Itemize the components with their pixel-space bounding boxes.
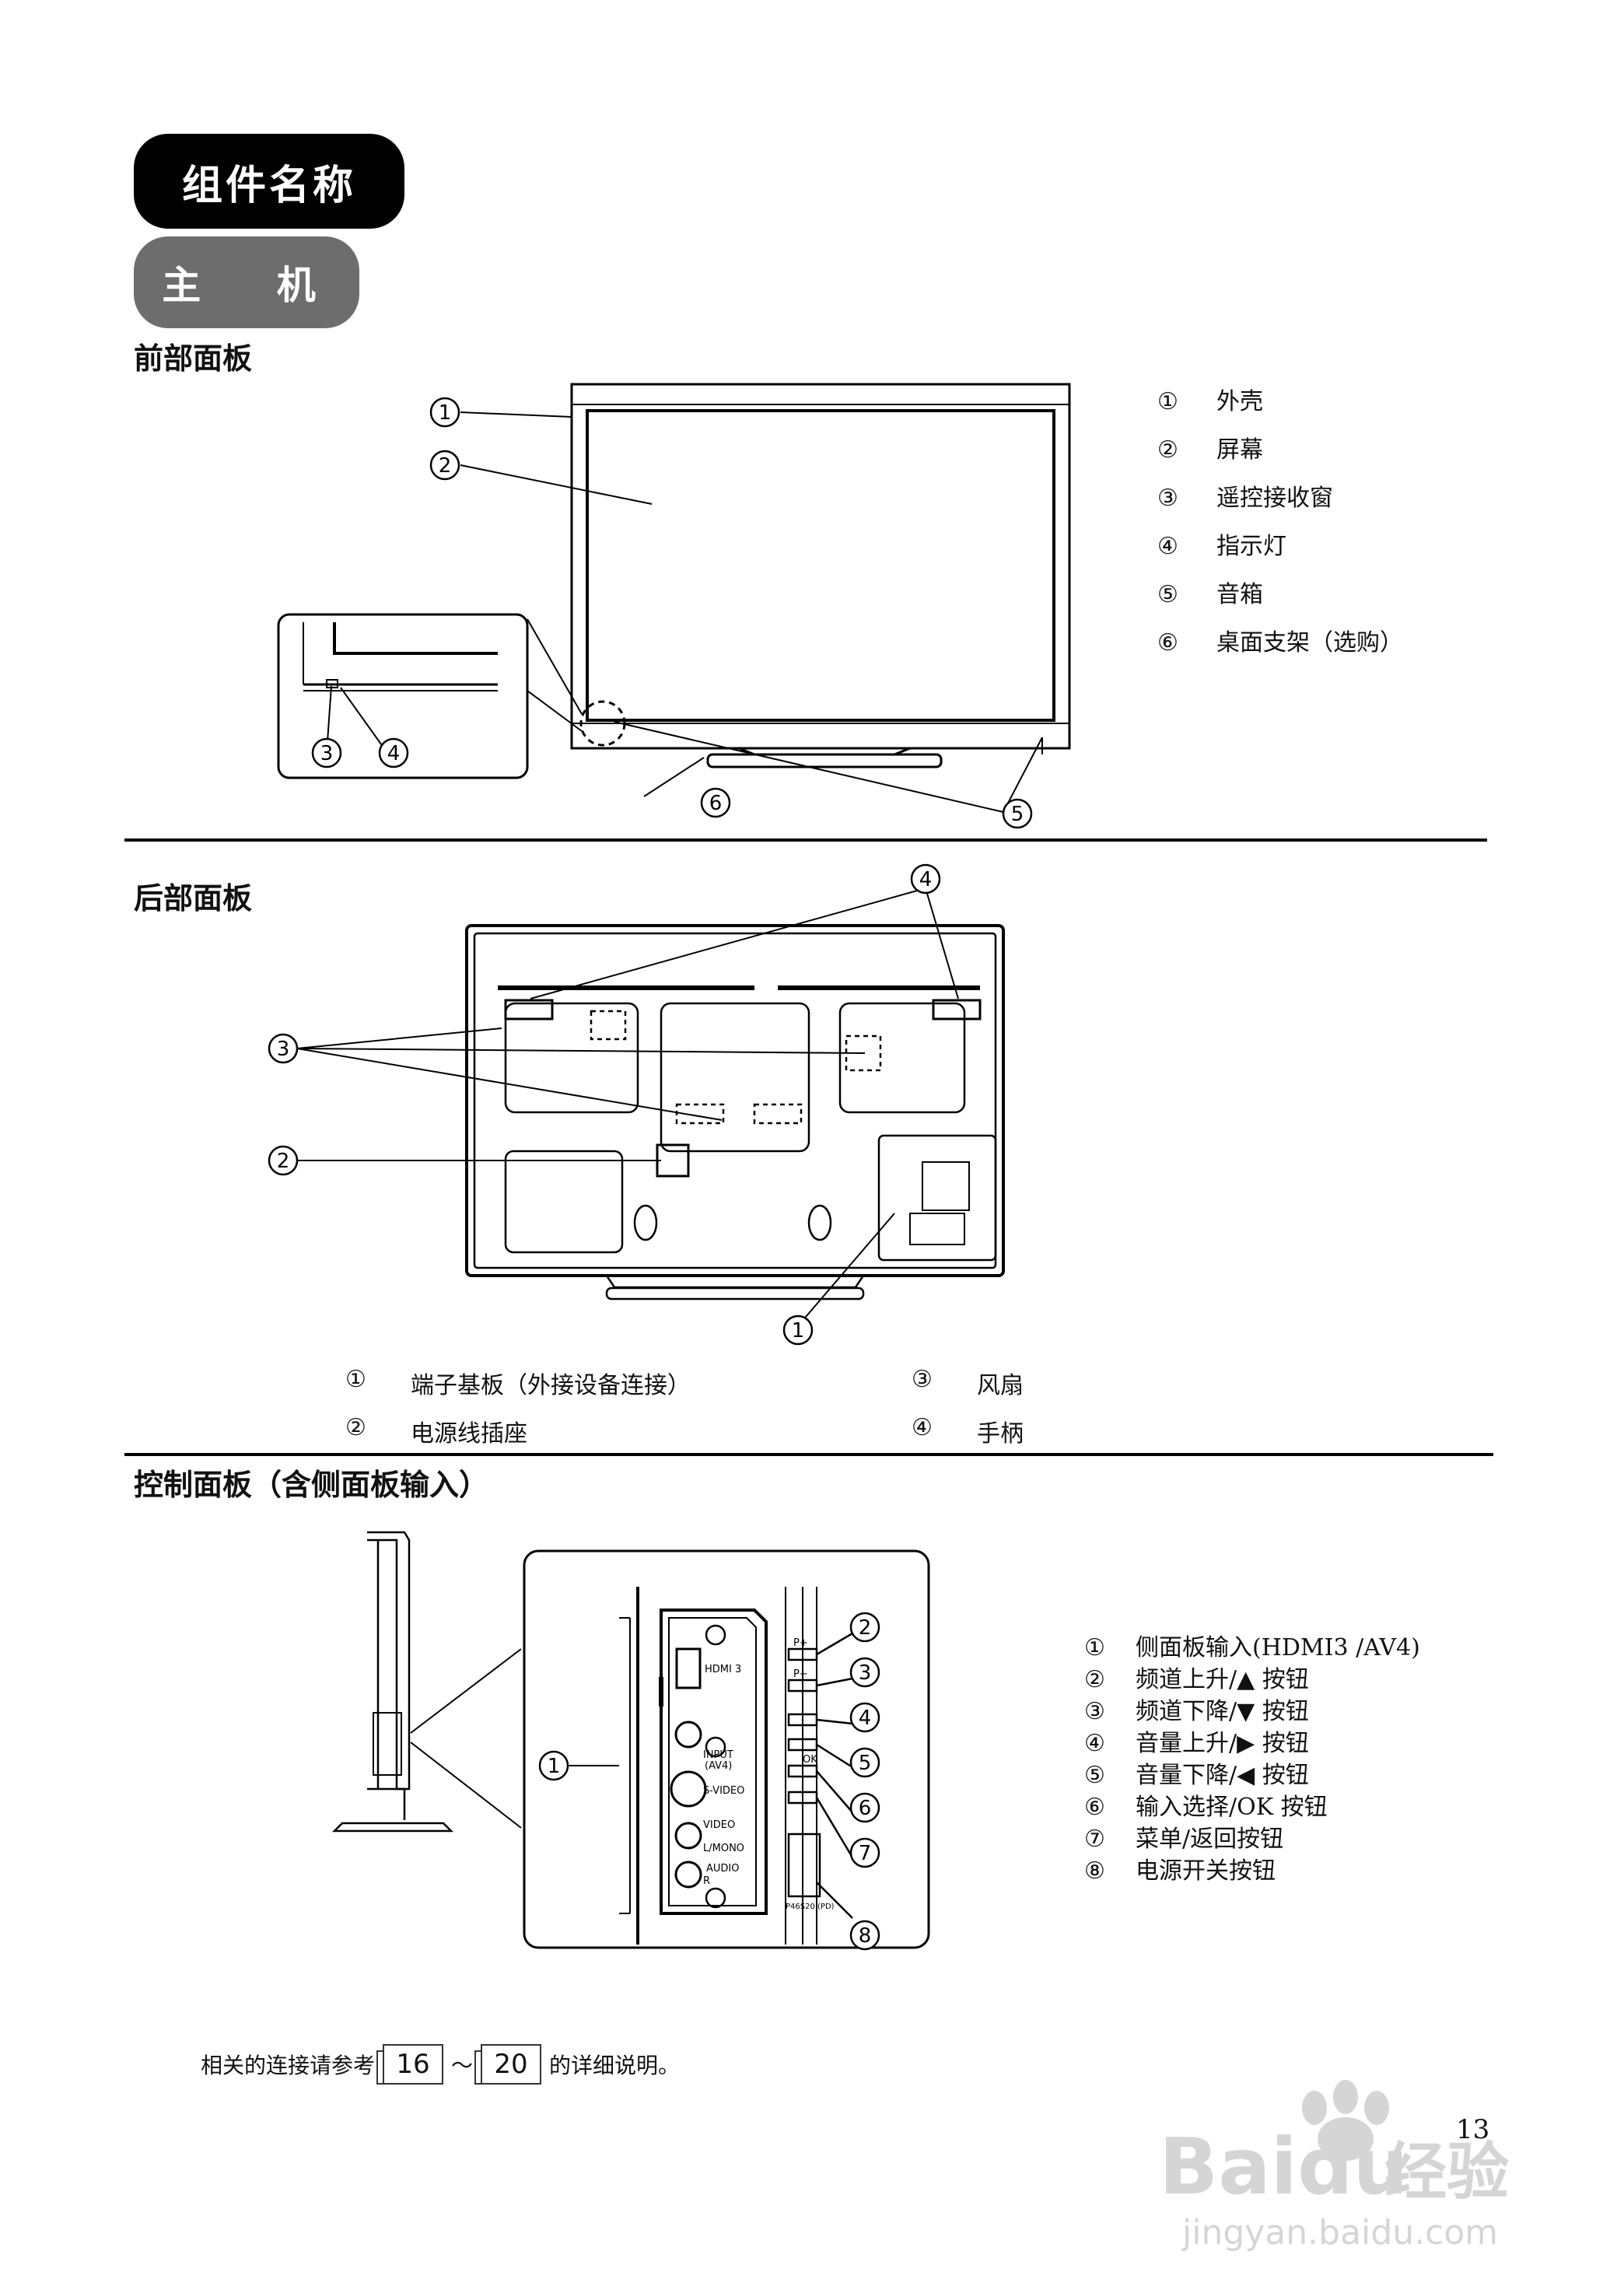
- svg-text:HDMI 3: HDMI 3: [705, 1664, 741, 1675]
- callout-7: [849, 1837, 880, 1868]
- callout-6: [700, 787, 731, 818]
- svg-text:OK: OK: [803, 1754, 817, 1766]
- svg-text:S-VIDEO: S-VIDEO: [703, 1785, 744, 1797]
- svg-text:6: 6: [859, 1797, 872, 1820]
- rear-panel-diagram: 3 2 4 1: [268, 863, 1005, 1346]
- svg-text:3: 3: [859, 1661, 872, 1685]
- svg-text:5: 5: [859, 1752, 872, 1775]
- reference-note: 相关的连接请参考 16 ～ 20 的详细说明。: [201, 2044, 680, 2085]
- svg-text:4: 4: [387, 742, 401, 765]
- front-panel-diagram: 1 2 3 4 5 6: [277, 383, 1071, 829]
- svg-text:R: R: [703, 1875, 710, 1887]
- svg-text:2: 2: [277, 1150, 290, 1173]
- callout-2: [849, 1612, 880, 1643]
- svg-text:P−: P−: [793, 1668, 808, 1680]
- svg-text:VIDEO: VIDEO: [703, 1819, 735, 1831]
- page-ref-from: 16: [376, 2044, 444, 2085]
- front-panel-heading: 前部面板: [134, 341, 253, 376]
- section-title: 组件名称: [181, 162, 356, 209]
- paw-icon: [1302, 2080, 1389, 2161]
- svg-text:8: 8: [859, 1924, 872, 1948]
- svg-text:INPUT: INPUT: [703, 1749, 733, 1761]
- watermark-brand: Baidu: [1159, 2121, 1409, 2212]
- callout-3: [311, 737, 342, 768]
- reference-suffix: 的详细说明。: [549, 2053, 681, 2078]
- subsection-title-pill: 主 机: [134, 236, 359, 328]
- svg-text:6: 6: [709, 792, 723, 815]
- subsection-title: 主 机: [162, 263, 347, 308]
- svg-text:1: 1: [548, 1755, 561, 1778]
- rear-panel-heading: 后部面板: [134, 881, 253, 915]
- callout-2: [268, 1145, 299, 1176]
- callout-4: [849, 1702, 880, 1733]
- callout-4: [378, 737, 409, 768]
- section-title-pill: 组件名称: [134, 134, 404, 229]
- divider: [124, 838, 1487, 842]
- callout-8: [849, 1920, 880, 1951]
- page-number: 13: [1456, 2114, 1490, 2145]
- control-panel-heading: 控制面板（含侧面板输入）: [134, 1468, 489, 1502]
- svg-text:7: 7: [859, 1842, 872, 1865]
- reference-tilde: ～: [451, 2053, 474, 2078]
- callout-3: [849, 1657, 880, 1688]
- callout-1: [538, 1750, 569, 1781]
- callout-5: [849, 1747, 880, 1778]
- svg-text:1: 1: [439, 401, 452, 425]
- reference-prefix: 相关的连接请参考: [201, 2053, 376, 2078]
- svg-text:AUDIO: AUDIO: [706, 1863, 740, 1875]
- divider: [124, 1453, 1493, 1456]
- svg-text:P+: P+: [793, 1637, 808, 1649]
- svg-text:L/MONO: L/MONO: [703, 1843, 744, 1854]
- callout-1: [429, 397, 460, 428]
- svg-text:(AV4): (AV4): [705, 1760, 732, 1772]
- svg-text:2: 2: [859, 1616, 872, 1640]
- svg-text:3: 3: [277, 1038, 290, 1061]
- callout-5: [1002, 798, 1033, 829]
- svg-text:5: 5: [1011, 803, 1024, 826]
- callout-1: [782, 1315, 814, 1346]
- callout-3: [268, 1033, 299, 1064]
- page-ref-to: 20: [474, 2044, 542, 2085]
- svg-text:3: 3: [320, 742, 334, 765]
- svg-text:4: 4: [859, 1707, 872, 1730]
- callout-2: [429, 450, 460, 481]
- control-panel-diagram: HDMI 3 INPUT (AV4) S-VIDEO VIDEO L/MONO …: [331, 1531, 930, 1951]
- baidu-watermark: Baidu 经验 jingyan.baidu.com: [1159, 2080, 1509, 2253]
- svg-text:P46S20 (PD): P46S20 (PD): [786, 1903, 835, 1911]
- watermark-brand-cn: 经验: [1384, 2136, 1509, 2208]
- svg-text:4: 4: [919, 868, 933, 891]
- callout-6: [849, 1792, 880, 1823]
- svg-text:2: 2: [439, 454, 452, 478]
- svg-text:1: 1: [792, 1319, 805, 1343]
- watermark-url: jingyan.baidu.com: [1181, 2213, 1498, 2253]
- callout-4: [910, 863, 941, 894]
